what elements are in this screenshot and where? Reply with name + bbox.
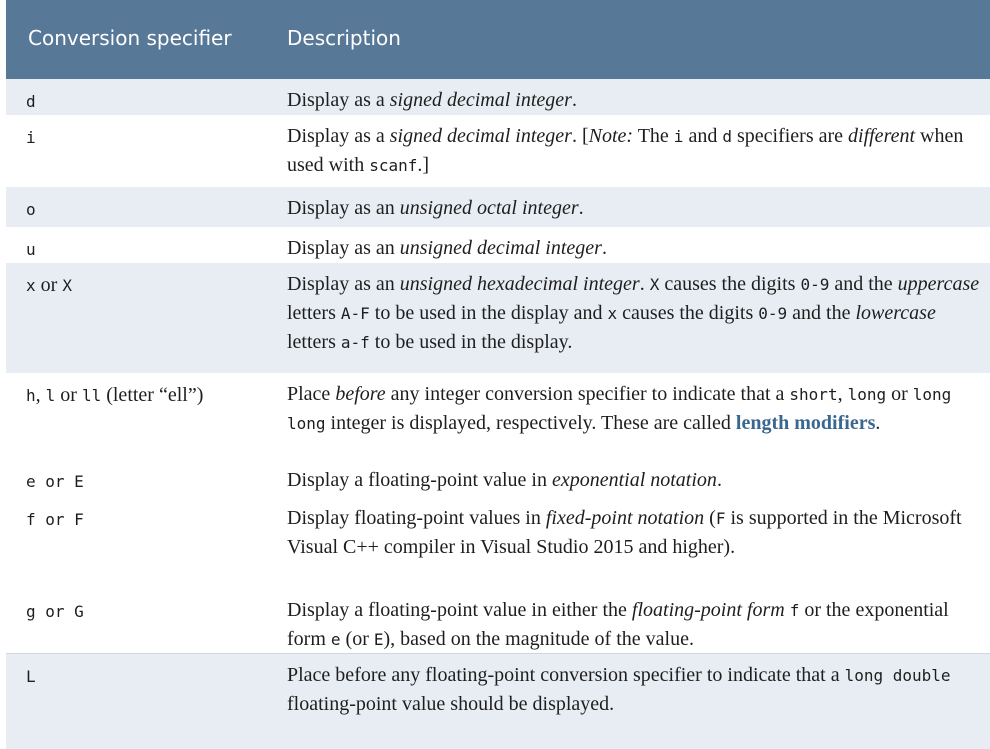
specifier-cell: i xyxy=(26,123,36,153)
table-row-g: g or G Display a floating-point value in… xyxy=(6,589,990,654)
specifier-cell: x or X xyxy=(26,274,72,296)
specifier-cell: f or F xyxy=(26,510,84,529)
specifier-code: u xyxy=(26,240,36,259)
description-cell: Display as an unsigned octal integer. xyxy=(287,197,584,219)
integer-specifiers-section: d Display as a signed decimal integer. i… xyxy=(6,79,990,654)
length-modifiers-term: length modifiers xyxy=(735,412,876,434)
specifier-cell: o xyxy=(26,195,36,225)
header-conversion-specifier: Conversion specifier xyxy=(28,26,232,50)
table-row-f: f or F Display floating-point values in … xyxy=(6,497,990,589)
specifier-code: d xyxy=(26,92,36,111)
description-cell: Display as an unsigned hexadecimal integ… xyxy=(287,273,980,353)
description-cell: Display as an unsigned decimal integer. xyxy=(287,237,607,259)
table-row-x: x or X Display as an unsigned hexadecima… xyxy=(6,263,990,373)
specifier-cell: e or E xyxy=(26,472,84,491)
description-cell: Display as a signed decimal integer. [No… xyxy=(287,125,964,176)
header-description: Description xyxy=(287,26,401,50)
specifier-cell: L xyxy=(26,662,36,692)
specifier-code: i xyxy=(26,128,36,147)
specifier-code: L xyxy=(26,667,36,686)
description-cell: Display a floating-point value in either… xyxy=(287,599,949,650)
specifier-cell: h, l or ll (letter “ell”) xyxy=(26,384,204,406)
table-header: Conversion specifier Description xyxy=(6,0,990,79)
table-row-L: L Place before any floating-point conver… xyxy=(6,654,990,749)
specifier-cell: u xyxy=(26,235,36,265)
specifier-cell: g or G xyxy=(26,602,84,621)
table-row: L Place before any floating-point conver… xyxy=(6,654,990,749)
description-cell: Display as a signed decimal integer. xyxy=(287,89,577,111)
description-cell: Place before any integer conversion spec… xyxy=(287,383,952,434)
table-row-e: e or E Display a floating-point value in… xyxy=(6,459,990,497)
table-row-o: o Display as an unsigned octal integer. xyxy=(6,187,990,227)
description-cell: Place before any floating-point conversi… xyxy=(287,664,951,715)
description-cell: Display a floating-point value in expone… xyxy=(287,469,722,491)
table-row-d: d Display as a signed decimal integer. xyxy=(6,79,990,115)
specifier-cell: d xyxy=(26,87,36,117)
specifier-code: o xyxy=(26,200,36,219)
table-row-u: u Display as an unsigned decimal integer… xyxy=(6,227,990,263)
table-row-i: i Display as a signed decimal integer. [… xyxy=(6,115,990,187)
table-row-length-modifiers: h, l or ll (letter “ell”) Place before a… xyxy=(6,373,990,483)
description-cell: Display floating-point values in fixed-p… xyxy=(287,507,962,558)
